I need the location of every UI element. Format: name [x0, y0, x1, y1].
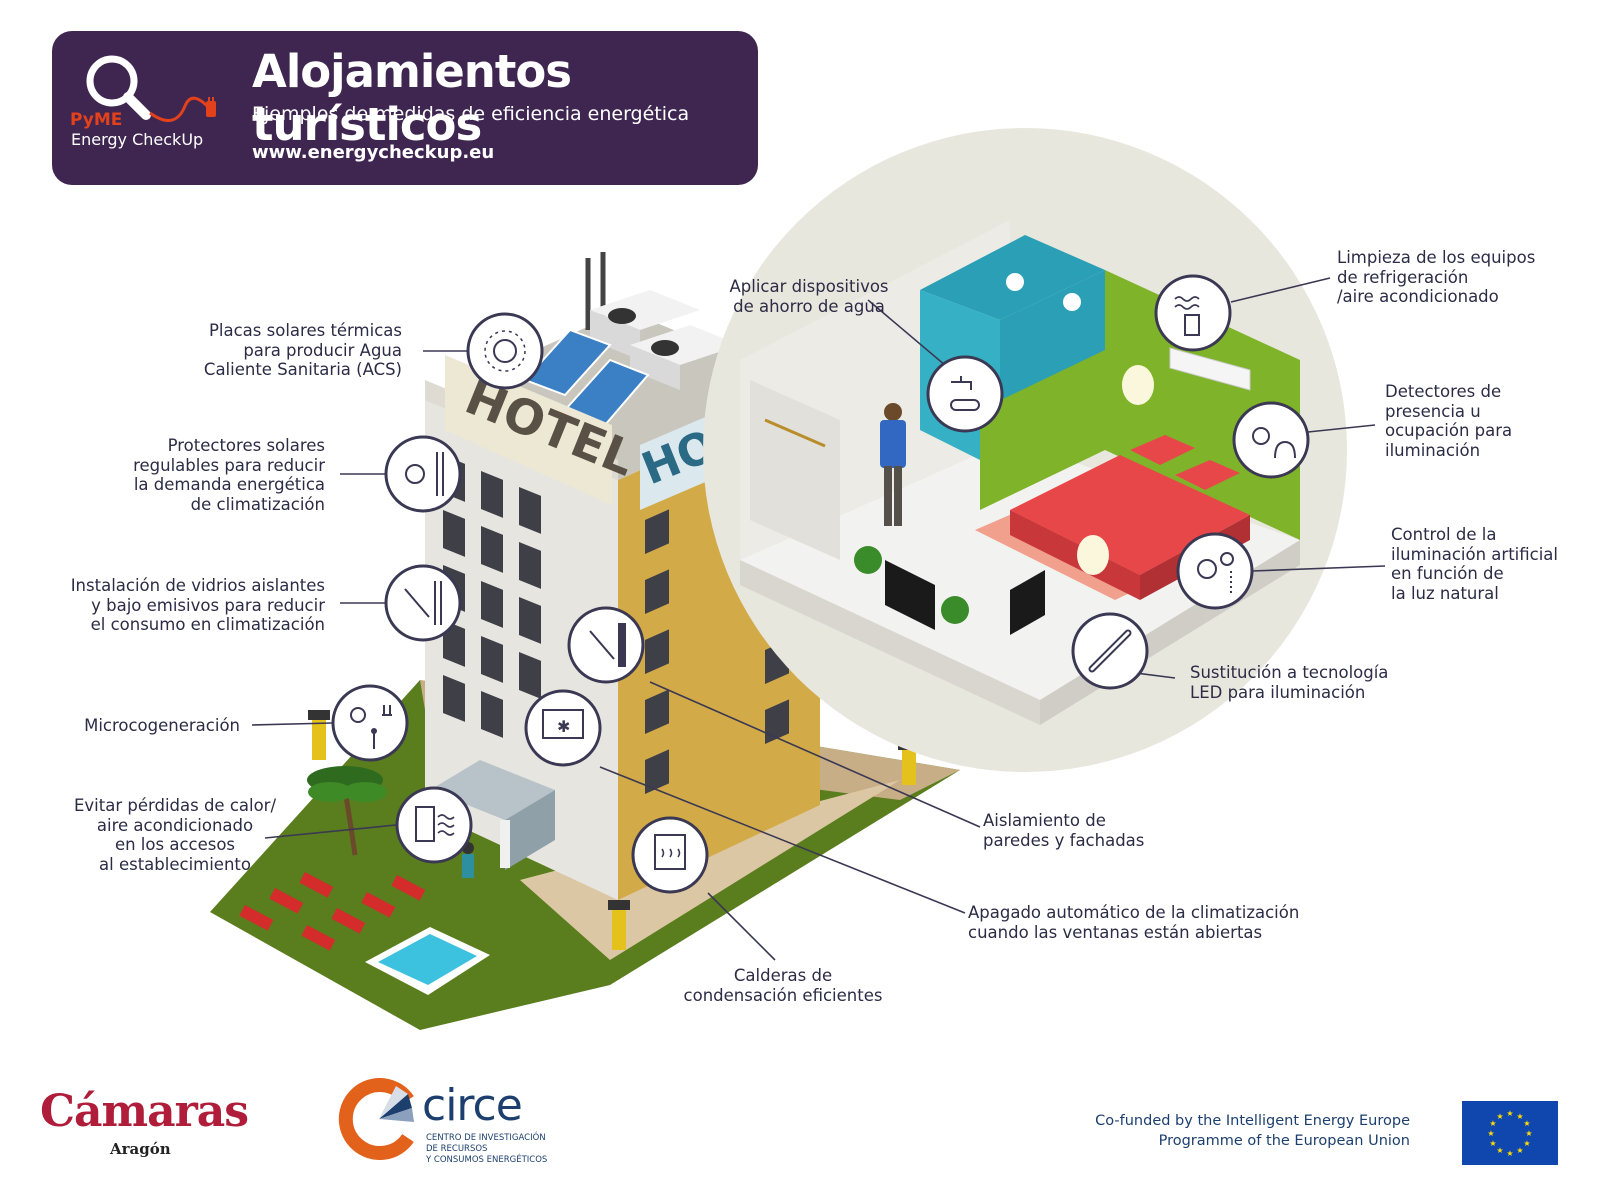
label-microcogeneration: Microcogeneración: [84, 716, 240, 735]
header-banner: PyME Energy CheckUp Alojamientos turísti…: [52, 31, 758, 185]
magnifier-plug-icon: [86, 55, 216, 122]
circe-logo-icon: [338, 1078, 414, 1160]
sun-loungers: [239, 872, 426, 951]
label-water-saving: Aplicar dispositivos de ahorro de agua: [729, 277, 889, 316]
svg-text:★: ★: [1487, 1129, 1494, 1138]
eu-cofunding-text: Co-funded by the Intelligent Energy Euro…: [1095, 1113, 1410, 1149]
logo-pyme-text: PyME: [70, 110, 123, 130]
svg-text:★: ★: [1496, 1112, 1503, 1121]
svg-text:★: ★: [1496, 1146, 1503, 1155]
palm-tree: [307, 766, 387, 856]
label-ac-cleaning: Limpieza de los equipos de refrigeración…: [1337, 248, 1536, 306]
page-title: Alojamientos turísticos: [252, 45, 572, 151]
logo-name-text: Energy CheckUp: [71, 130, 204, 149]
eu-flag-icon: ★★★ ★★★ ★★★ ★★★: [1462, 1101, 1558, 1165]
swimming-pool: [365, 927, 490, 995]
label-daylight-control: Control de la iluminación artificial en …: [1391, 525, 1558, 603]
label-solar-thermal: Placas solares térmicas para producir Ag…: [203, 321, 402, 379]
page-subtitle: Ejemplos de medidas de eficiencia energé…: [252, 103, 690, 125]
entrance-canopy: [430, 760, 555, 878]
svg-text:✱: ✱: [557, 717, 570, 736]
camaras-region: Aragón: [110, 1140, 171, 1158]
label-window-auto-off: Apagado automático de la climatización c…: [968, 903, 1300, 942]
ac-cleaning-icon: [1154, 274, 1232, 352]
label-solar-shading: Protectores solares regulables para redu…: [133, 436, 325, 514]
glazing-icon: [384, 564, 462, 642]
label-wall-insulation: Aislamiento de paredes y fachadas: [983, 811, 1145, 850]
presence-detector-icon: [1232, 401, 1310, 479]
daylight-control-icon: [1176, 532, 1254, 610]
svg-text:★: ★: [1489, 1119, 1496, 1128]
microcogeneration-icon: [331, 684, 409, 762]
door-heat-loss-icon: [395, 786, 473, 864]
svg-text:★: ★: [1489, 1139, 1496, 1148]
label-condensing-boilers: Calderas de condensación eficientes: [683, 966, 883, 1005]
circe-subtitle: CENTRO DE INVESTIGACIÓN DE RECURSOS Y CO…: [426, 1133, 548, 1165]
roof-ac-units: [590, 290, 740, 390]
svg-text:★: ★: [1516, 1112, 1523, 1121]
svg-text:★: ★: [1506, 1109, 1513, 1118]
svg-text:★: ★: [1506, 1149, 1513, 1158]
person-figure: [880, 403, 906, 526]
solar-thermal-icon: [466, 312, 544, 390]
svg-text:★: ★: [1525, 1129, 1532, 1138]
circe-name: circe: [422, 1080, 523, 1131]
label-led: Sustitución a tecnología LED para ilumin…: [1190, 663, 1389, 702]
water-saving-icon: [926, 355, 1004, 433]
label-presence-detectors: Detectores de presencia u ocupación para…: [1385, 382, 1513, 460]
window-ac-icon: ✱: [524, 689, 602, 767]
boiler-icon: [631, 816, 709, 894]
label-door-losses: Evitar pérdidas de calor/ aire acondicio…: [73, 796, 277, 874]
camaras-logo: Cámaras: [40, 1086, 249, 1137]
led-icon: [1071, 612, 1149, 690]
svg-text:★: ★: [1523, 1119, 1530, 1128]
svg-text:★: ★: [1523, 1139, 1530, 1148]
svg-text:★: ★: [1516, 1146, 1523, 1155]
solar-shading-icon: [384, 435, 462, 513]
label-glazing: Instalación de vidrios aislantes y bajo …: [70, 576, 325, 634]
wall-insulation-icon: [567, 606, 645, 684]
website-link[interactable]: www.energycheckup.eu: [252, 142, 495, 163]
